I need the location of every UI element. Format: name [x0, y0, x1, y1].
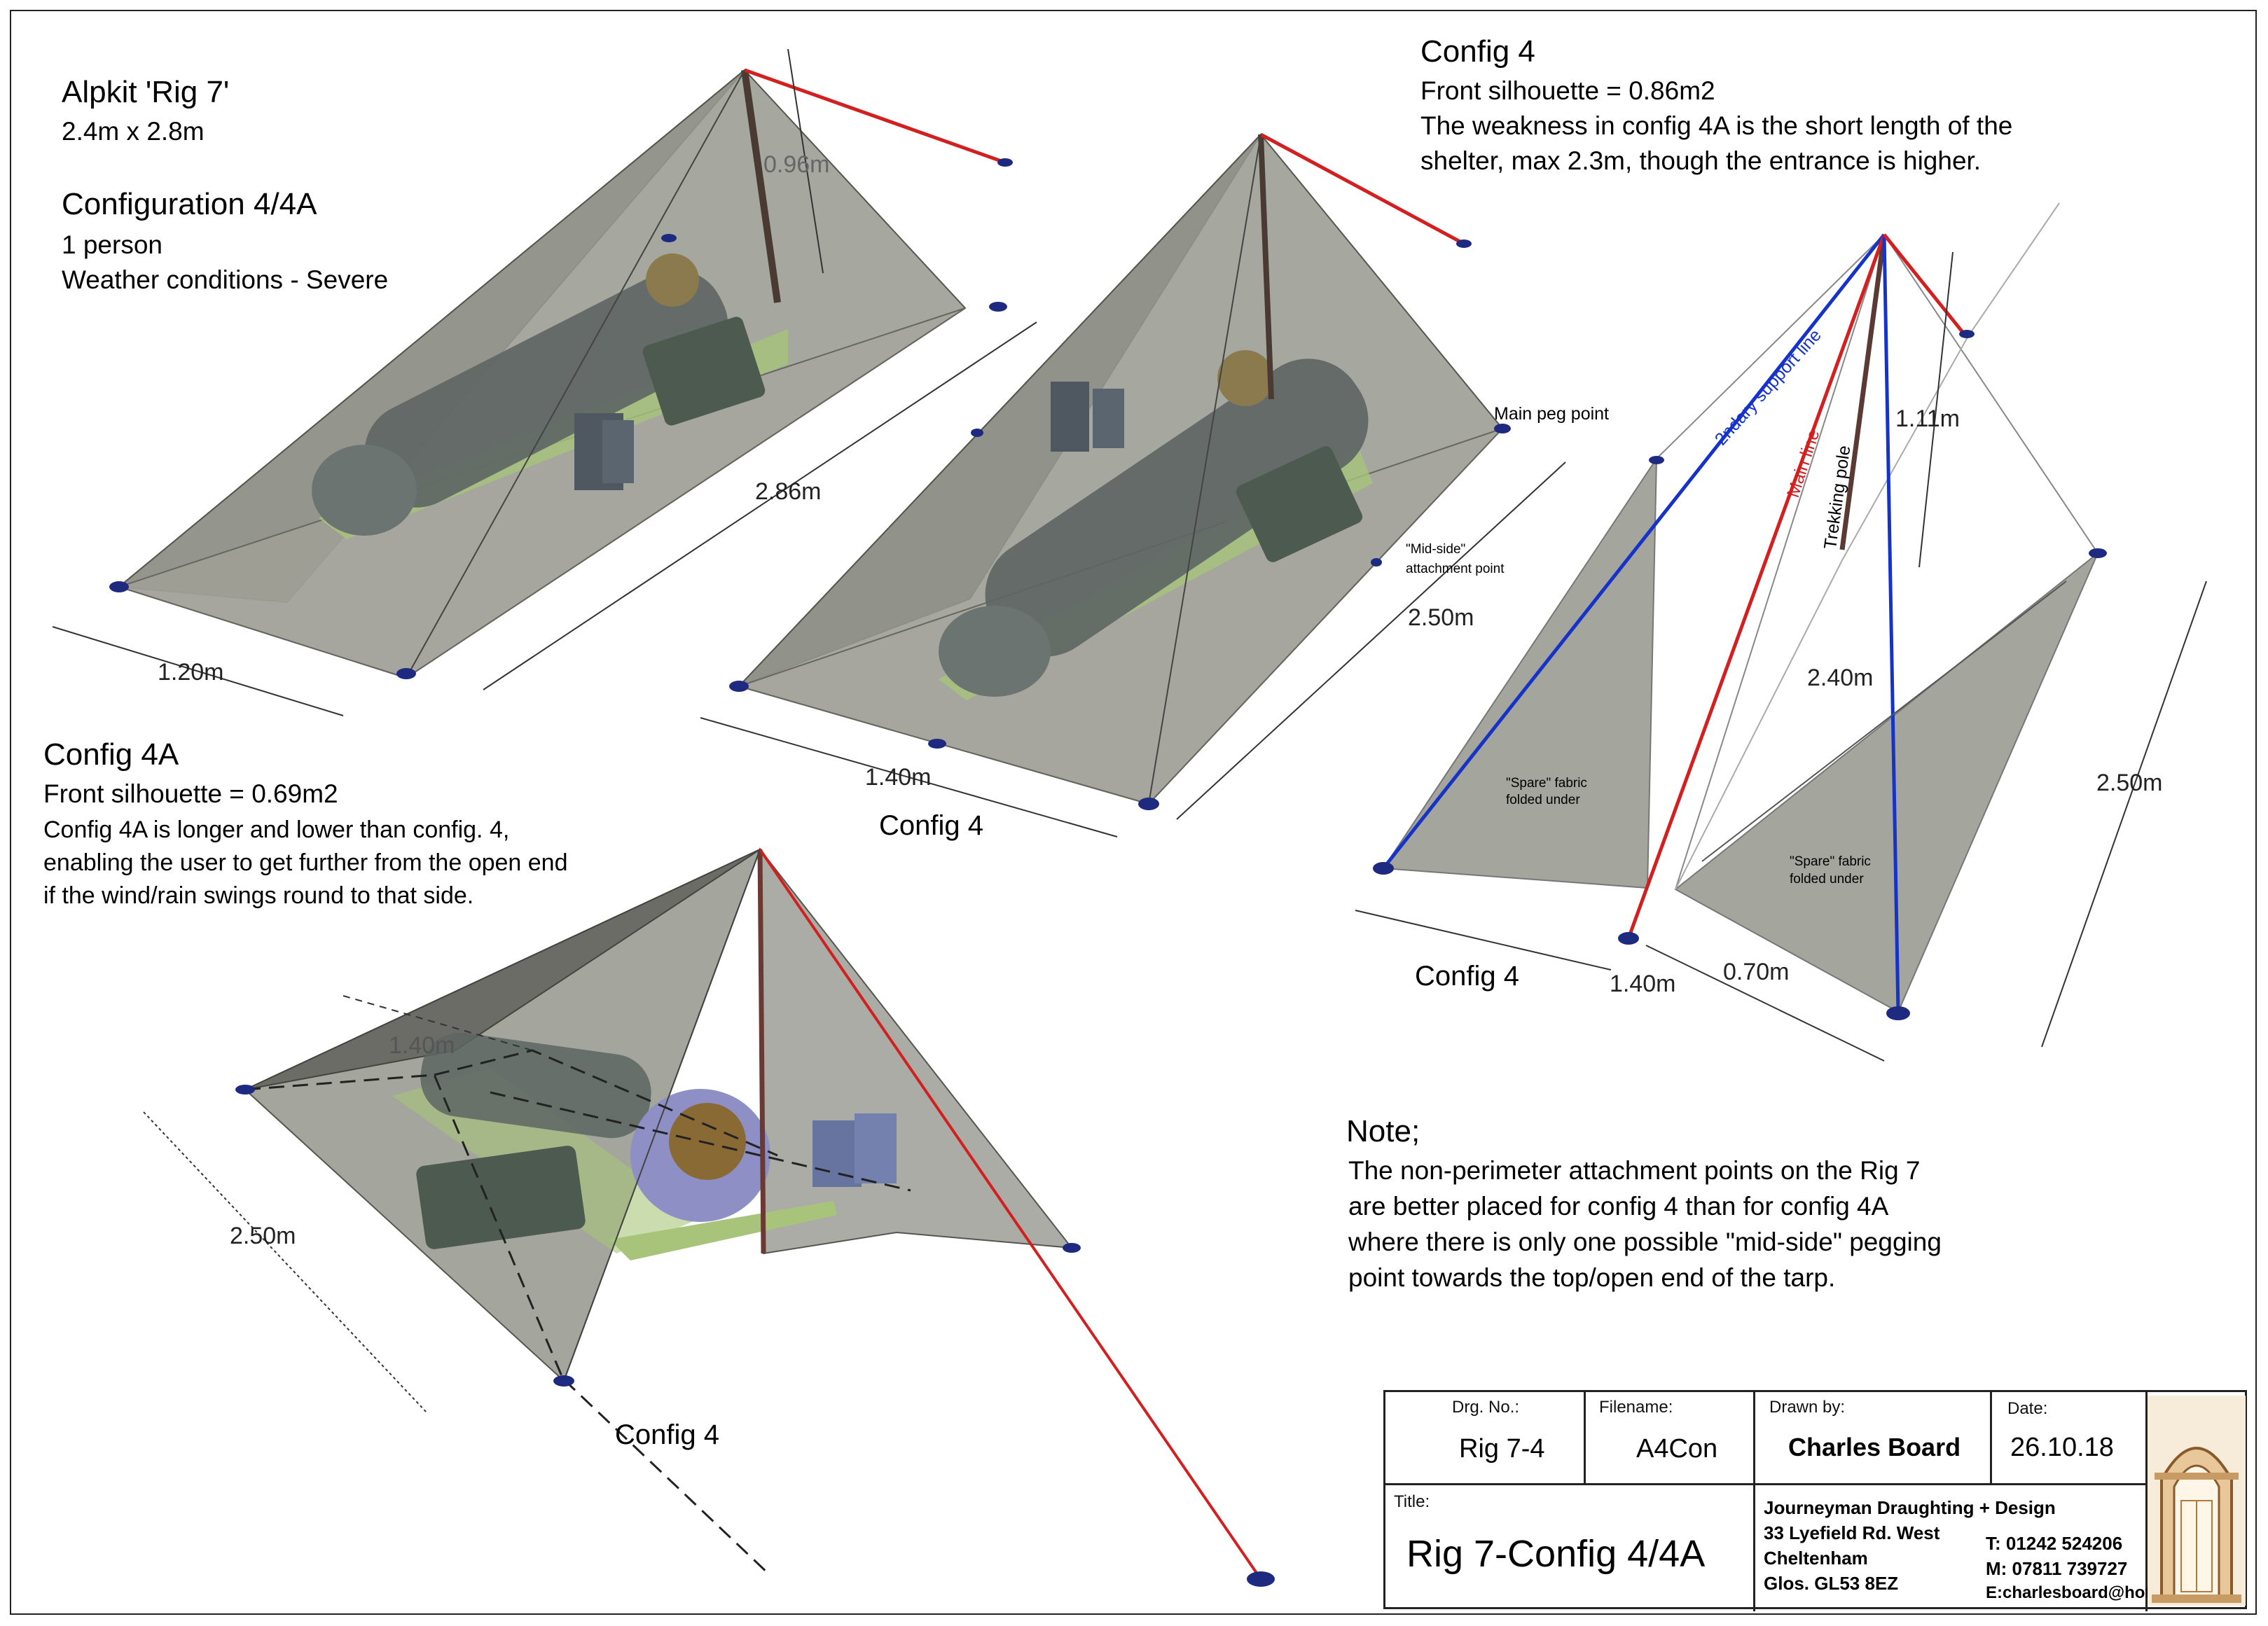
- note-line4: point towards the top/open end of the ta…: [1348, 1263, 1836, 1292]
- dim-bottom-side: 2.50m: [230, 1223, 296, 1249]
- caption-config4-middle: Config 4: [879, 810, 983, 841]
- tarp-config4-middle: [700, 132, 1566, 838]
- config4-note-line2: shelter, max 2.3m, though the entrance i…: [1420, 146, 1982, 175]
- company-name: Journeyman Draughting + Design: [1764, 1497, 2056, 1518]
- title-label: Title:: [1394, 1492, 1430, 1511]
- dim-bottom-partial: 1.40m: [389, 1032, 455, 1059]
- note-line1: The non-perimeter attachment points on t…: [1348, 1156, 1921, 1185]
- sheet-border: [10, 10, 2257, 1615]
- weather-text: Weather conditions - Severe: [62, 265, 389, 294]
- dim-width: 1.20m: [158, 659, 224, 686]
- tarp-config4-bottom: [143, 847, 1275, 1587]
- persons-text: 1 person: [62, 230, 163, 259]
- caption-config4-right: Config 4: [1415, 961, 1519, 992]
- product-size: 2.4m x 2.8m: [62, 117, 205, 146]
- mobile-text: M: 07811 739727: [1986, 1558, 2128, 1579]
- phone-text: T: 01242 524206: [1986, 1533, 2123, 1554]
- label-main-peg-point: Main peg point: [1494, 404, 1610, 424]
- tarp-config4-right: [1355, 202, 2207, 1062]
- config4-silhouette: Front silhouette = 0.86m2: [1420, 76, 1715, 105]
- dim-right-diagonal: 2.40m: [1807, 665, 1874, 691]
- dim-right-side: 2.50m: [2096, 770, 2163, 796]
- date-value: 26.10.18: [2010, 1433, 2114, 1462]
- dim-middle-length: 2.50m: [1408, 604, 1474, 631]
- dim-right-offset: 0.70m: [1723, 959, 1790, 985]
- config4-title: Config 4: [1420, 34, 1535, 69]
- drg-no-value: Rig 7-4: [1459, 1434, 1545, 1464]
- config4a-note-line1: Config 4A is longer and lower than confi…: [43, 817, 510, 843]
- note-line2: are better placed for config 4 than for …: [1348, 1192, 1889, 1221]
- label-attachment-point: attachment point: [1406, 562, 1505, 576]
- label-spare-fabric-1a: "Spare" fabric: [1506, 776, 1587, 791]
- config4a-note-line3: if the wind/rain swings round to that si…: [43, 882, 474, 909]
- drawn-by-label: Drawn by:: [1769, 1398, 1846, 1417]
- title-block: Drg. No.: Rig 7-4 Filename: A4Con Drawn …: [1383, 1390, 2247, 1611]
- dim-middle-width: 1.40m: [865, 764, 932, 791]
- config4a-silhouette: Front silhouette = 0.69m2: [43, 779, 338, 808]
- dim-length: 2.86m: [755, 478, 822, 505]
- drawn-by-value: Charles Board: [1788, 1433, 1961, 1461]
- dim-right-front-width: 1.40m: [1610, 971, 1676, 997]
- label-mid-side: "Mid-side": [1406, 542, 1466, 557]
- config4a-note-line2: enabling the user to get further from th…: [43, 849, 568, 876]
- caption-config4-bottom: Config 4: [615, 1419, 719, 1450]
- label-spare-fabric-2b: folded under: [1790, 872, 1864, 887]
- dim-right-height: 1.11m: [1895, 405, 1960, 432]
- config4-note-line1: The weakness in config 4A is the short l…: [1420, 111, 2013, 140]
- label-spare-fabric-2a: "Spare" fabric: [1790, 854, 1871, 869]
- address-line1: 33 Lyefield Rd. West: [1764, 1522, 1940, 1543]
- note-line3: where there is only one possible "mid-si…: [1348, 1228, 1942, 1256]
- label-spare-fabric-1b: folded under: [1506, 793, 1580, 807]
- product-name: Alpkit 'Rig 7': [62, 75, 230, 109]
- filename-value: A4Con: [1636, 1434, 1718, 1464]
- drg-no-label: Drg. No.:: [1452, 1398, 1520, 1417]
- address-line3: Glos. GL53 8EZ: [1764, 1573, 1899, 1594]
- configuration-title: Configuration 4/4A: [62, 187, 317, 221]
- date-label: Date:: [2007, 1399, 2048, 1418]
- note-title: Note;: [1346, 1114, 1420, 1148]
- tarp-config4a-top: [52, 48, 1037, 716]
- title-value: Rig 7-Config 4/4A: [1406, 1533, 1706, 1575]
- dim-pole-height: 0.96m: [763, 151, 830, 178]
- address-line2: Cheltenham: [1764, 1548, 1868, 1569]
- filename-label: Filename:: [1599, 1398, 1673, 1417]
- config4a-title: Config 4A: [43, 737, 179, 772]
- doorway-logo: [2148, 1396, 2246, 1606]
